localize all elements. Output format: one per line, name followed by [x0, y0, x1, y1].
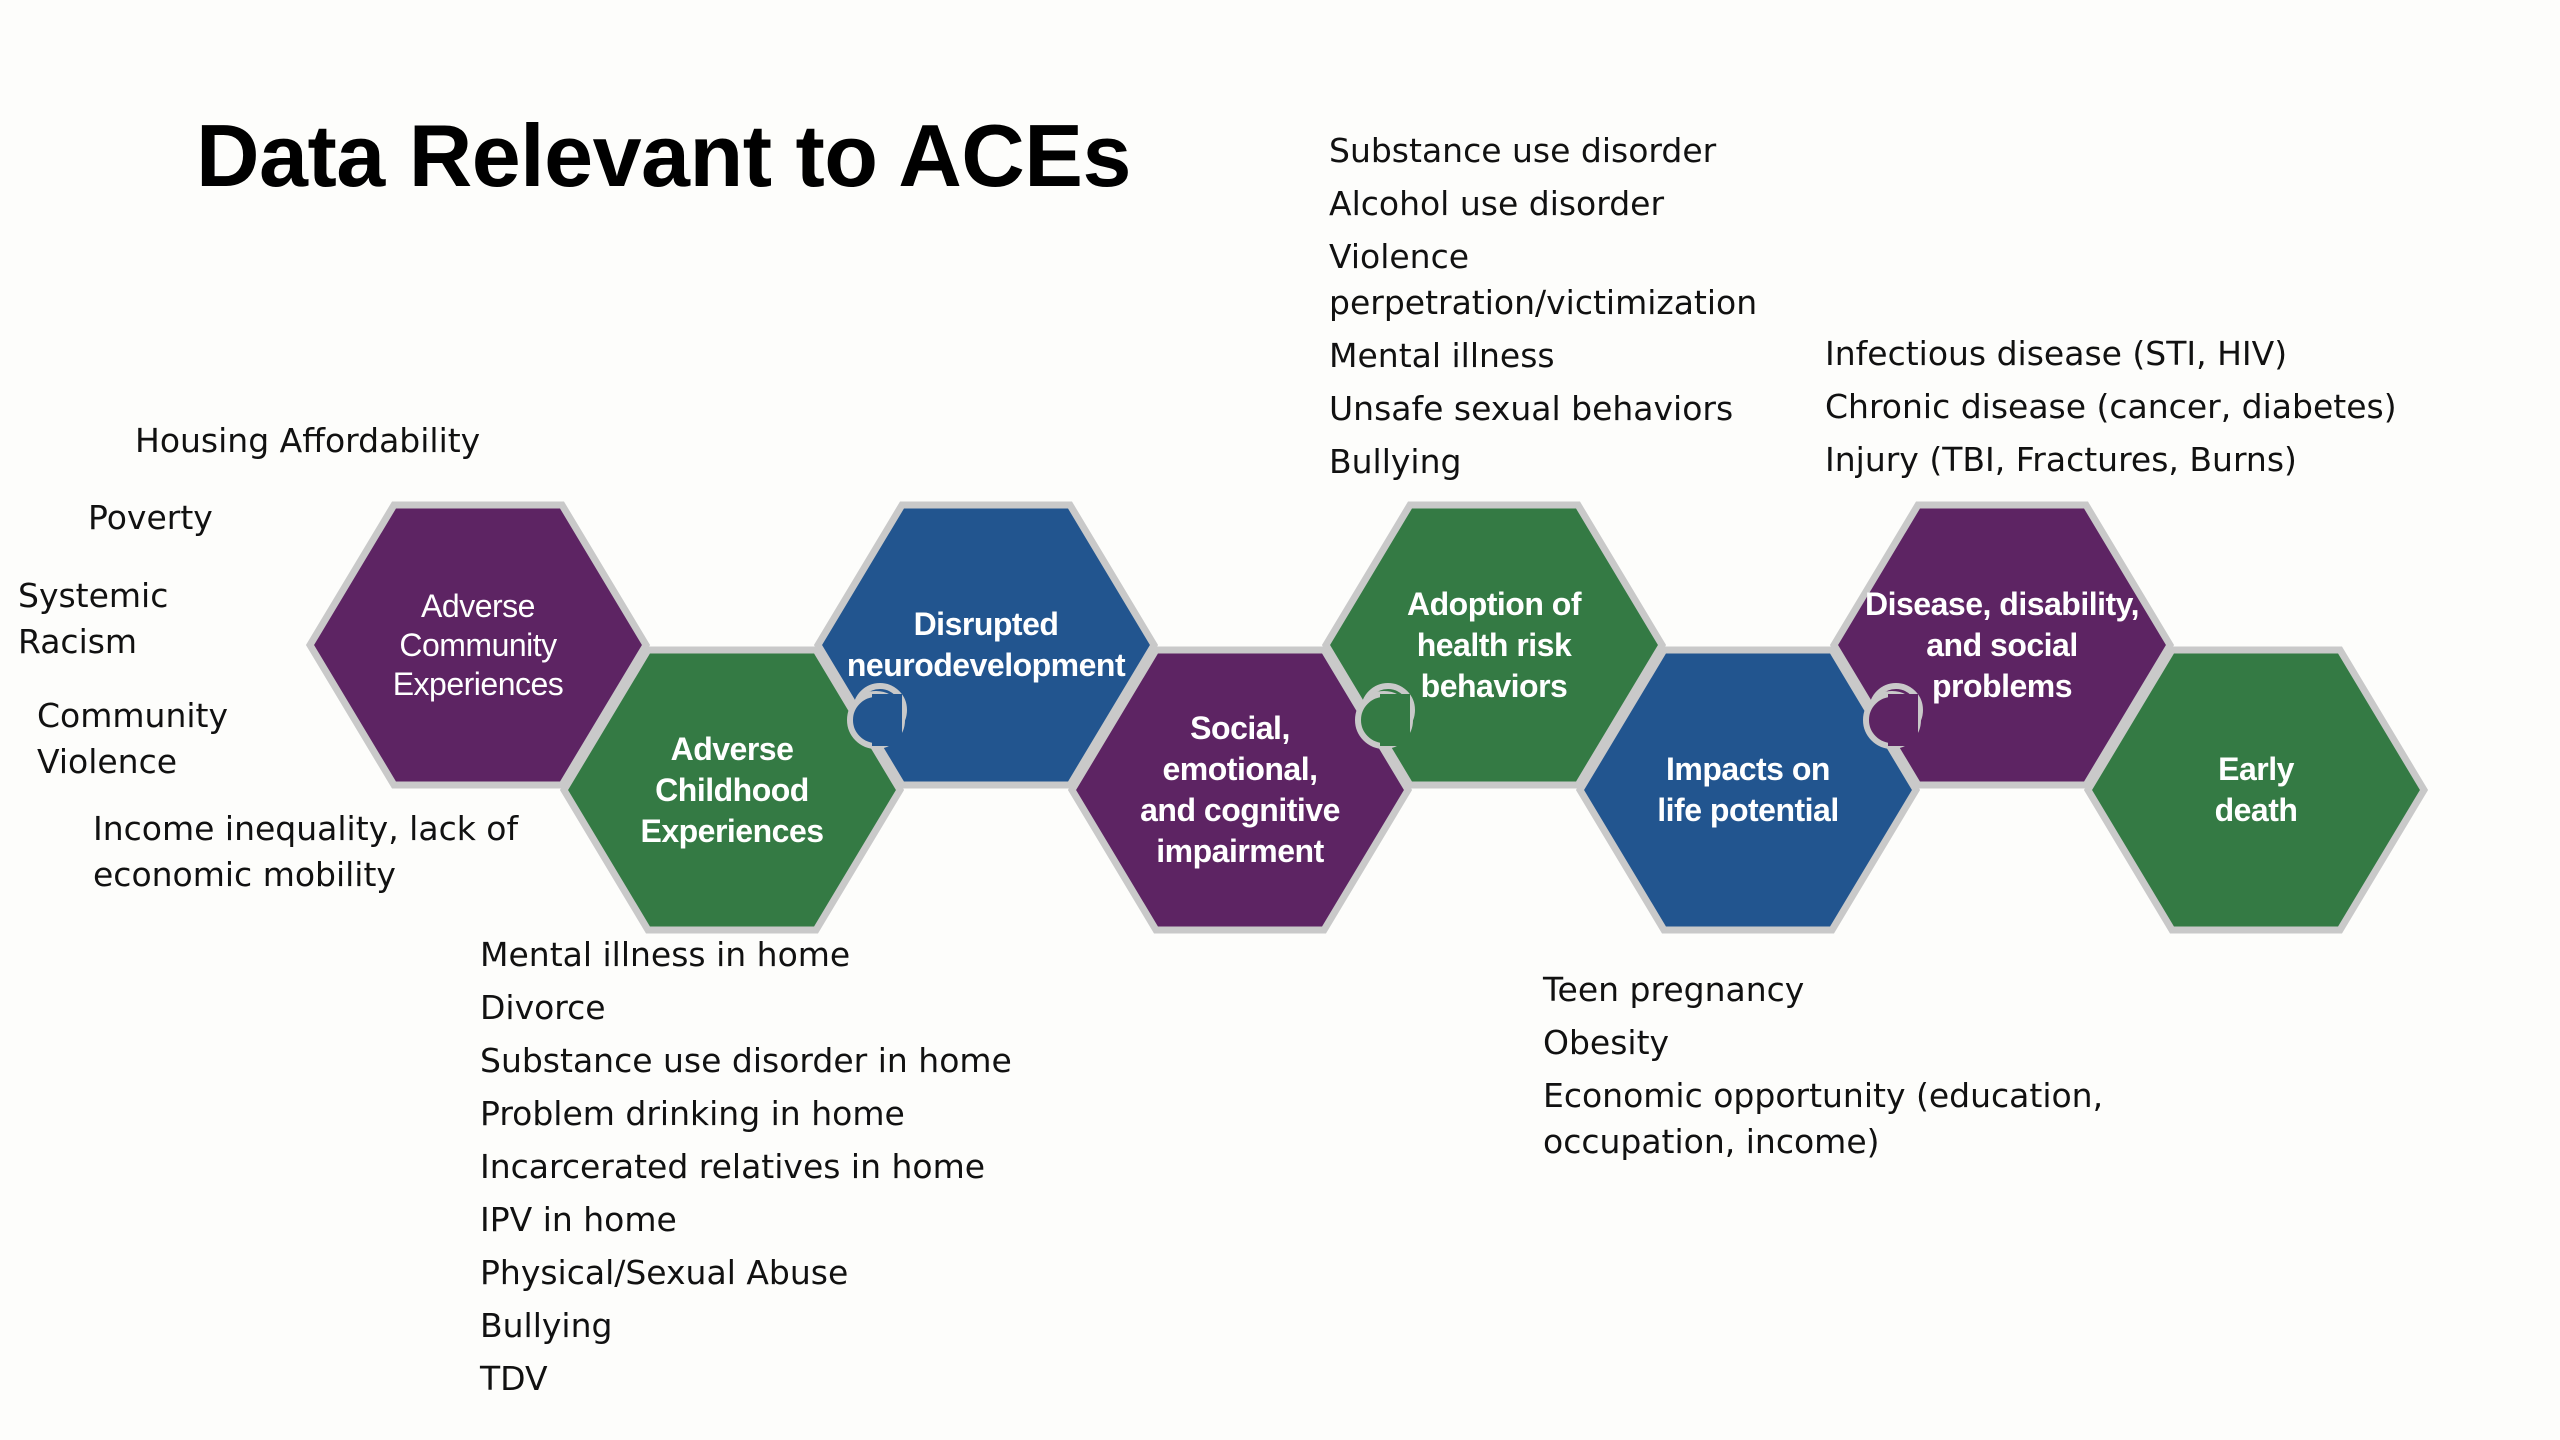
list-item: Substance use disorder in home [480, 1041, 1012, 1080]
factor-income: Income inequality, lack of economic mobi… [93, 809, 519, 894]
hex-adverse-community [305, 501, 651, 789]
hex-label-adverse-community: Adverse Community Experiences [392, 587, 564, 702]
hex-label-early-death: Early death [2214, 751, 2298, 828]
list-item: Teen pregnancy [1543, 970, 1805, 1009]
list-item: Alcohol use disorder [1329, 184, 1665, 223]
list-item: Problem drinking in home [480, 1094, 905, 1133]
puzzle-knob-join [872, 694, 902, 746]
life-potential-factors-list: Teen pregnancy Obesity Economic opportun… [1543, 967, 2103, 1172]
list-item: Mental illness [1329, 336, 1555, 375]
hex-label-disease-disability: Disease, disability, and social problems [1865, 585, 2139, 704]
list-item: Unsafe sexual behaviors [1329, 389, 1734, 428]
list-item: Injury (TBI, Fractures, Burns) [1825, 440, 2297, 479]
puzzle-knob-join [1380, 694, 1410, 746]
puzzle-knob-join [1888, 694, 1918, 746]
list-item: Infectious disease (STI, HIV) [1825, 334, 2288, 373]
list-item: Divorce [480, 988, 606, 1027]
hex-label-adverse-childhood: Adverse Childhood Experiences [640, 730, 824, 849]
risk-behaviors-list: Substance use disorder Alcohol use disor… [1329, 128, 1757, 492]
factor-racism: Systemic Racism [18, 576, 169, 661]
list-item: Incarcerated relatives in home [480, 1147, 986, 1186]
hex-label-life-potential: Impacts on life potential [1657, 751, 1839, 828]
list-item: Substance use disorder [1329, 131, 1717, 170]
slide-title: Data Relevant to ACEs [196, 106, 1131, 205]
household-factors-list: Mental illness in home Divorce Substance… [480, 932, 1012, 1409]
hex-label-social-emotional: Social, emotional, and cognitive impairm… [1140, 710, 1340, 869]
hex-social-emotional [1067, 646, 1413, 934]
factor-community-violence: Community Violence [37, 696, 228, 781]
factor-housing: Housing Affordability [135, 421, 481, 460]
list-item: TDV [480, 1359, 548, 1398]
disease-factors-list: Infectious disease (STI, HIV) Chronic di… [1825, 331, 2397, 490]
list-item: Bullying [480, 1306, 613, 1345]
list-item: Obesity [1543, 1023, 1670, 1062]
list-item: Economic opportunity (education, occupat… [1543, 1076, 2104, 1161]
list-item: Physical/Sexual Abuse [480, 1253, 849, 1292]
hex-label-health-risk: Adoption of health risk behaviors [1407, 585, 1581, 704]
list-item: Mental illness in home [480, 935, 851, 974]
factor-poverty: Poverty [88, 498, 213, 537]
hex-adverse-childhood [559, 646, 905, 934]
hex-early-death [2083, 646, 2429, 934]
list-item: IPV in home [480, 1200, 677, 1239]
hex-label-disrupted-neurodevelopment: Disrupted neurodevelopment [846, 606, 1126, 683]
list-item: Chronic disease (cancer, diabetes) [1825, 387, 2397, 426]
list-item: Bullying [1329, 442, 1462, 481]
hex-life-potential [1575, 646, 1921, 934]
list-item: Violence perpetration/victimization [1329, 237, 1758, 322]
